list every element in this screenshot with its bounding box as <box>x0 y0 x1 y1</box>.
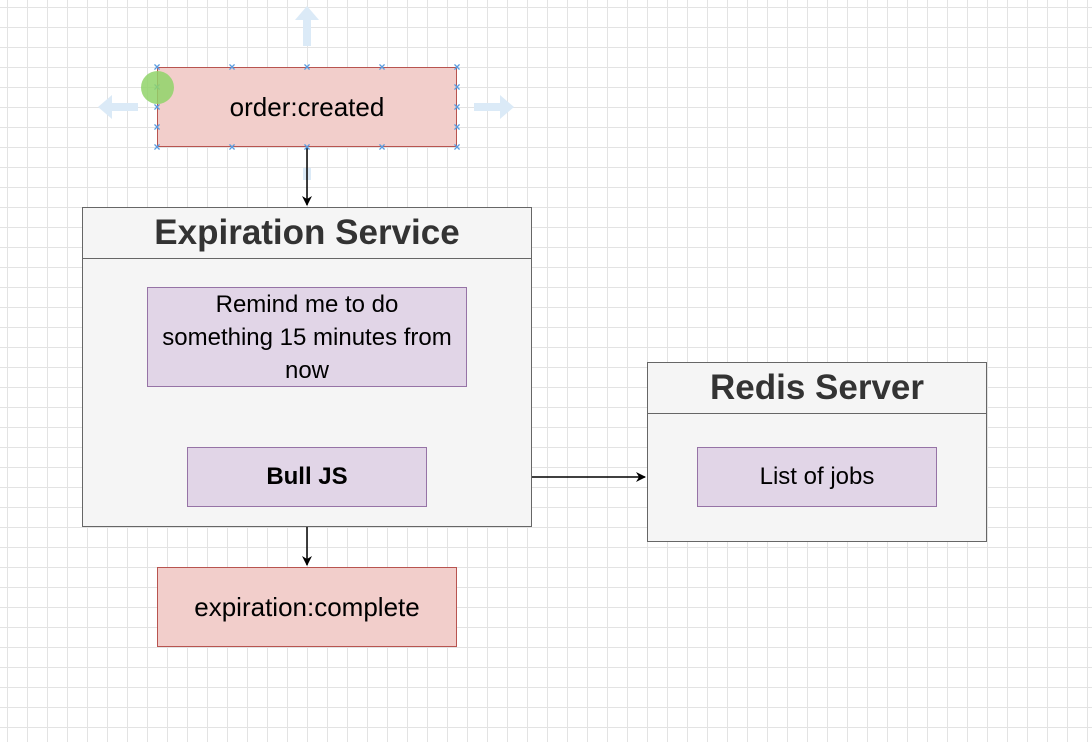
bull-js-label: Bull JS <box>266 463 348 490</box>
resize-handle-icon[interactable]: × <box>153 140 161 154</box>
list-of-jobs-node[interactable]: List of jobs <box>697 447 937 507</box>
bull-js-node[interactable]: Bull JS <box>187 447 427 507</box>
rotate-handle-icon[interactable] <box>141 71 174 104</box>
expiration-complete-node[interactable]: expiration:complete <box>157 567 457 647</box>
resize-handle-icon[interactable]: × <box>453 60 461 74</box>
order-created-label: order:created <box>229 91 385 122</box>
expiration-complete-label: expiration:complete <box>194 591 420 622</box>
resize-handle-icon[interactable]: × <box>378 60 386 74</box>
order-created-node[interactable]: order:created <box>157 67 457 147</box>
resize-handle-icon[interactable]: × <box>153 120 161 134</box>
expiration-service-title: Expiration Service <box>83 208 531 259</box>
list-of-jobs-label: List of jobs <box>759 463 875 490</box>
resize-handle-icon[interactable]: × <box>453 100 461 114</box>
resize-handle-icon[interactable]: × <box>228 140 236 154</box>
resize-handle-icon[interactable]: × <box>378 140 386 154</box>
remind-me-label: Remind me to do something 15 minutes fro… <box>162 290 452 384</box>
resize-handle-icon[interactable]: × <box>303 140 311 154</box>
redis-server-title: Redis Server <box>648 363 986 414</box>
resize-handle-icon[interactable]: × <box>303 60 311 74</box>
resize-handle-icon[interactable]: × <box>453 80 461 94</box>
resize-handle-icon[interactable]: × <box>228 60 236 74</box>
remind-me-node[interactable]: Remind me to do something 15 minutes fro… <box>147 287 467 387</box>
resize-handle-icon[interactable]: × <box>453 120 461 134</box>
resize-handle-icon[interactable]: × <box>453 140 461 154</box>
resize-handle-icon[interactable]: × <box>153 60 161 74</box>
resize-handle-icon[interactable]: × <box>153 100 161 114</box>
